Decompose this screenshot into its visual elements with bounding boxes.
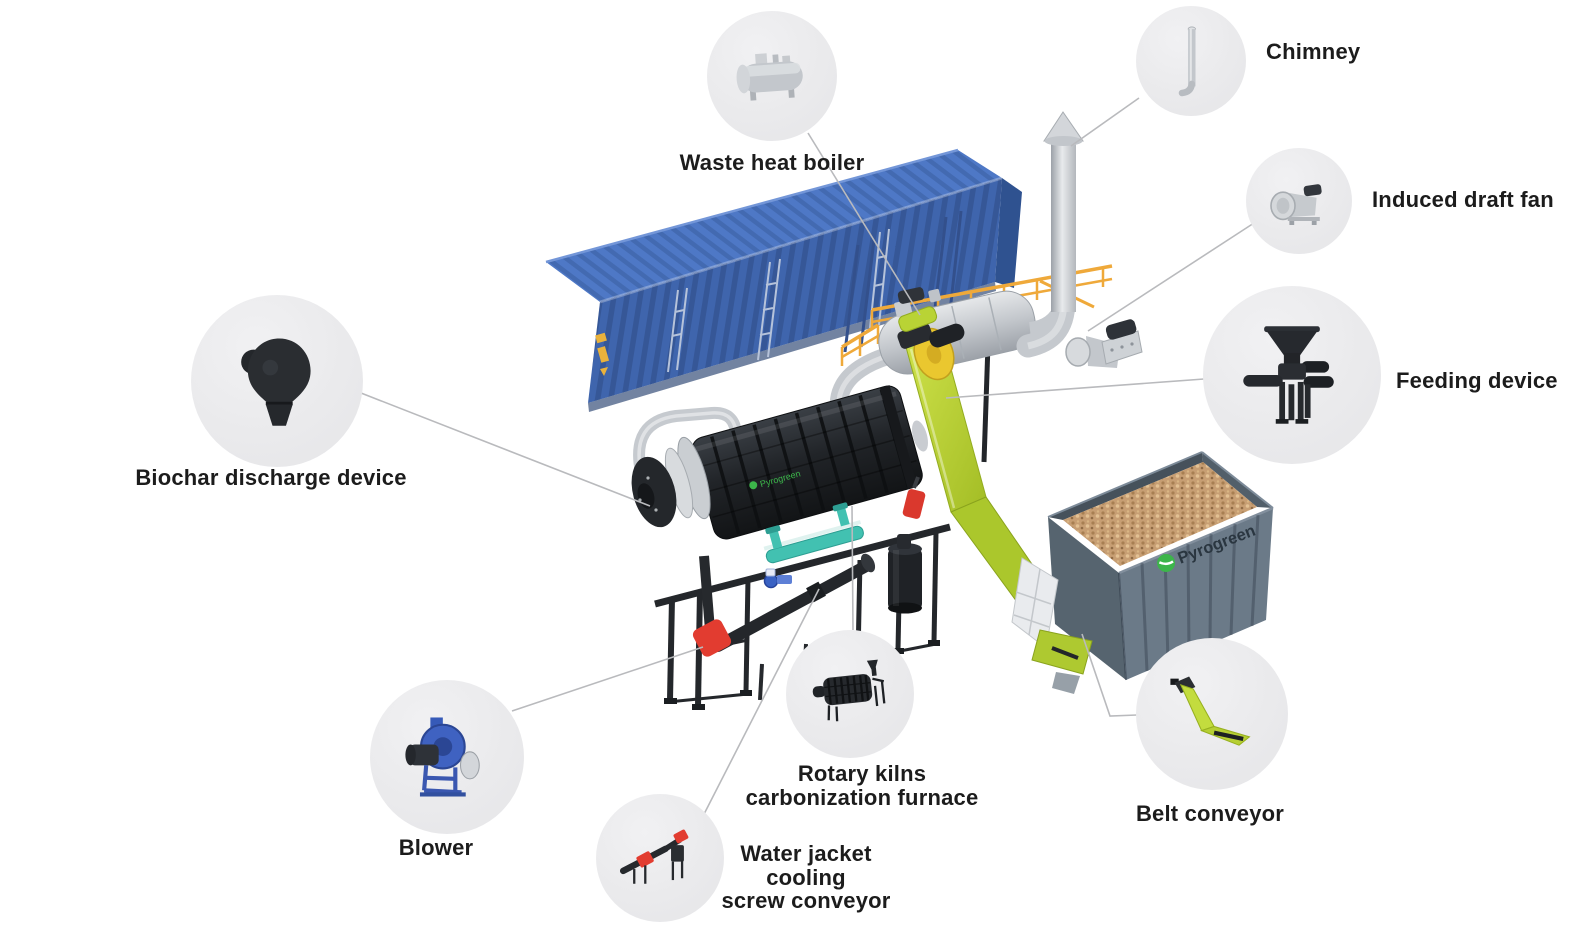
container-markings [595,332,610,376]
red-valve [902,489,926,519]
induced-draft-fan-icon [1270,184,1322,225]
label-induced-draft-fan: Induced draft fan [1372,187,1554,212]
callout-blower [370,680,524,834]
feeding-device-icon [1243,326,1334,424]
callout-belt-conveyor [1136,638,1288,790]
belt-conveyor-icon [1170,676,1251,746]
leader-chimney [1070,97,1140,147]
callout-waste-heat-boiler [707,11,837,141]
label-waste-heat-boiler: Waste heat boiler [679,150,865,175]
chimney-stack [1043,111,1084,312]
leader-rotary-kiln [851,505,854,631]
blower-icon [405,717,480,797]
label-blower: Blower [398,835,474,860]
callout-rotary-kiln [786,630,914,758]
induced-draft-fan-scene [1065,319,1143,368]
boiler-motor [897,287,925,304]
water-jacket-screw-conveyor-icon [619,829,689,884]
label-line: cooling [766,864,846,890]
leader-feeding-device [945,378,1205,399]
label-biochar-discharge-device: Biochar discharge device [135,465,407,490]
leader-belt-conveyor [1081,633,1138,717]
label-line: Water jacket [740,841,872,866]
feed-motor [929,323,965,348]
leader-waste-heat-boiler [807,132,921,316]
label-line: Rotary kilns [797,761,927,786]
leader-water-jacket [699,588,820,823]
kiln-drum: Pyrogreen [691,385,923,540]
water-jacket-pipe [763,502,864,564]
kiln-end-cap [631,456,677,528]
callout-feeding-device [1203,286,1381,464]
label-feeding-device: Feeding device [1396,368,1558,393]
wood-chips [1063,462,1257,566]
label-belt-conveyor: Belt conveyor [1135,801,1285,826]
kiln-brand-leaf-icon [749,481,758,490]
condensate-tank [888,534,922,614]
callout-chimney [1136,6,1246,116]
callout-water-jacket [596,794,724,922]
label-line: screw conveyor [721,888,891,913]
callout-biochar-discharge-device [191,295,363,467]
label-rotary-kiln-furnace: Rotary kilns carbonization furnace [746,762,979,809]
leader-biochar-discharge [360,392,651,507]
waste-heat-boiler-icon [736,53,803,101]
chimney-icon [1178,26,1196,97]
rotary-kiln-assembly: Pyrogreen [631,385,951,710]
gas-loop-pipe [633,406,743,478]
label-line: carbonization furnace [745,784,979,810]
leader-blower [511,646,704,712]
blue-valve [763,568,792,589]
leader-induced-draft-fan [1087,222,1255,332]
discharge-screw [692,553,876,701]
woodchip-hopper: Pyrogreen [1011,451,1274,694]
callout-induced-draft-fan [1246,148,1352,254]
label-water-jacket-screw-conveyor: Water jacket cooling screw conveyor [721,842,890,913]
leader-lines [360,97,1255,823]
rotary-kiln-icon [812,659,886,722]
label-chimney: Chimney [1266,39,1361,64]
biochar-discharge-icon [241,338,311,426]
